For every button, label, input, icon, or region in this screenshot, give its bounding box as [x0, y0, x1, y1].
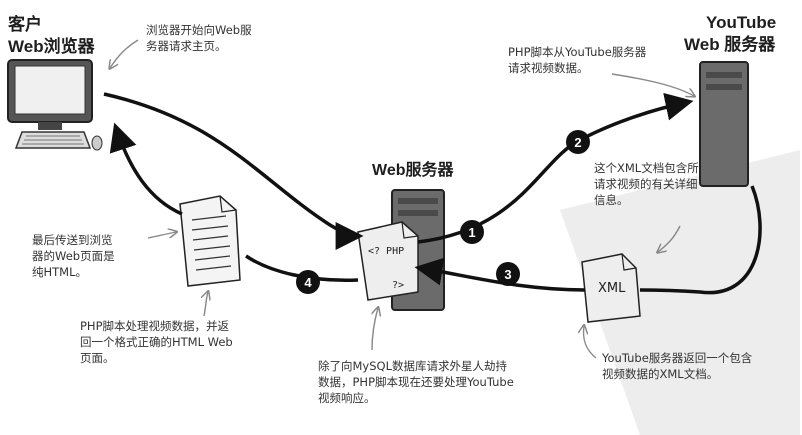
- php-tag-text: <? PHP: [368, 246, 404, 257]
- note-final-send: 最后传送到浏览器的Web页面是纯HTML。: [32, 233, 115, 279]
- xml-text: XML: [598, 281, 626, 296]
- php-document: [357, 221, 419, 301]
- note-youtube-returns: YouTube服务器返回一个包含视频数据的XML文档。: [602, 351, 753, 381]
- note-php-request: PHP脚本从YouTube服务器请求视频数据。: [508, 45, 647, 75]
- step-badge-2: 2: [566, 130, 590, 154]
- step-badge-1: 1: [460, 220, 484, 244]
- client-label-line2: Web浏览器: [8, 37, 95, 56]
- youtube-label-line2: Web 服务器: [684, 35, 776, 54]
- arrow-xml-to-server: [414, 257, 586, 292]
- callout-php-process: [204, 292, 208, 317]
- web-server-label: Web服务器: [372, 162, 454, 179]
- html-document: [179, 195, 241, 287]
- callout-browser-note: [110, 39, 139, 68]
- php-close-text: ?>: [392, 280, 404, 291]
- callout-youtube-returns: [584, 326, 597, 359]
- arrow-server-to-html: [245, 254, 359, 283]
- note-browser-request: 浏览器开始向Web服务器请求主页。: [146, 23, 252, 53]
- callout-mysql: [372, 308, 378, 351]
- callout-php-request: [611, 73, 694, 96]
- callout-xml-info: [658, 225, 681, 252]
- arrow-youtube-to-xml: [639, 185, 762, 295]
- client-label-line1: 客户: [8, 15, 42, 34]
- arrow-browser-to-server: [103, 92, 364, 250]
- youtube-server: [699, 61, 749, 187]
- arrow-html-to-browser: [109, 122, 183, 216]
- youtube-label-line1: YouTube: [706, 13, 777, 32]
- callout-final-send: [147, 232, 176, 239]
- step-badge-3: 3: [496, 262, 520, 286]
- client-computer: [7, 59, 103, 151]
- note-xml-info: 这个XML文档包含所请求视频的有关详细信息。: [594, 161, 699, 207]
- xml-document: [581, 253, 641, 323]
- step-badge-4: 4: [296, 270, 320, 294]
